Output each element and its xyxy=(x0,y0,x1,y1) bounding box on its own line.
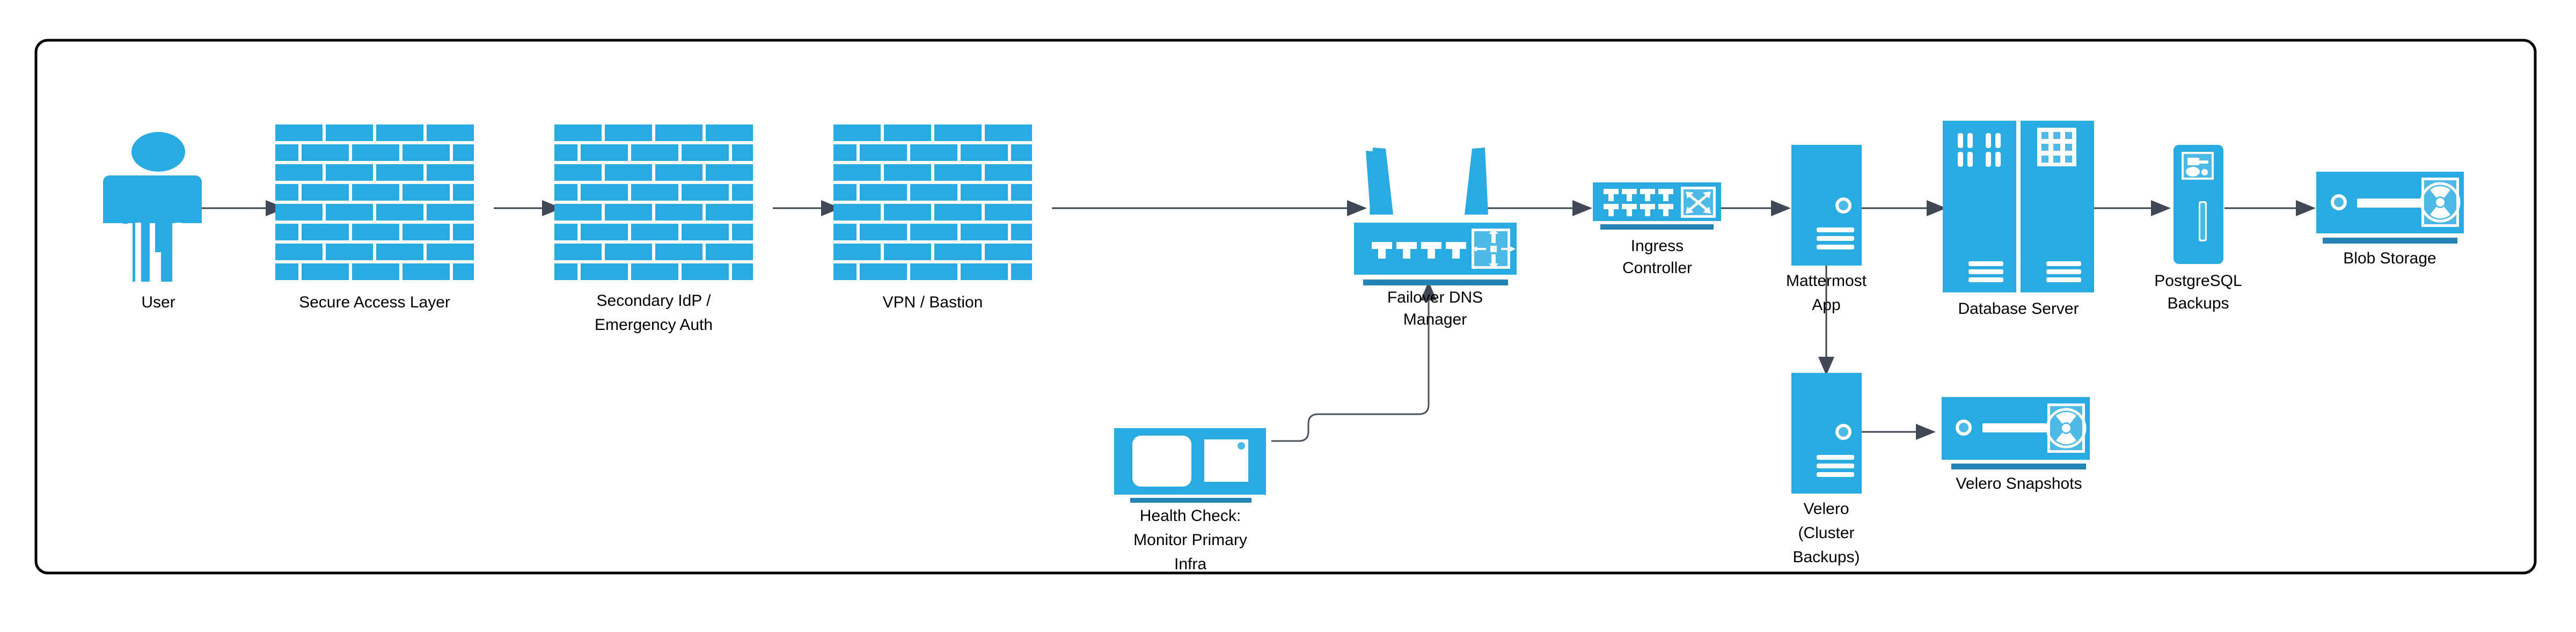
node-label-velero-snapshots: Velero Snapshots xyxy=(1956,475,2082,493)
edge-failover-dns-to-ingress xyxy=(1487,200,1592,216)
node-label-failover-dns-line2: Manager xyxy=(1403,311,1467,328)
node-velero[interactable]: Velero (Cluster Backups) xyxy=(1791,373,1862,566)
edge-health-check-to-failover-dns xyxy=(1271,281,1437,442)
node-label-health-check-line1: Health Check: xyxy=(1140,507,1241,525)
node-health-check[interactable]: Health Check: Monitor Primary Infra xyxy=(1114,428,1266,573)
node-mattermost-app[interactable]: Mattermost App xyxy=(1786,145,1867,314)
edge-database-to-postgresql-backups xyxy=(2093,200,2171,216)
node-label-blob-storage: Blob Storage xyxy=(2343,249,2436,267)
node-label-velero-line2: (Cluster xyxy=(1798,524,1854,542)
server-tower-icon xyxy=(1791,373,1862,494)
node-velero-snapshots[interactable]: Velero Snapshots xyxy=(1942,397,2090,493)
firewall-icon xyxy=(275,124,474,280)
node-label-postgresql-line2: Backups xyxy=(2167,295,2229,312)
node-label-mattermost-line1: Mattermost xyxy=(1786,272,1867,290)
monitor-icon xyxy=(1114,428,1266,503)
database-rack-icon xyxy=(1943,121,2094,292)
edge-secure-access-to-secondary-idp xyxy=(494,200,562,216)
node-label-mattermost-line2: App xyxy=(1812,296,1840,314)
storage-array-icon xyxy=(1942,397,2090,469)
diagram-frame xyxy=(34,39,2537,575)
node-label-secondary-idp-line1: Secondary IdP / xyxy=(597,292,712,310)
node-secure-access-layer[interactable]: Secure Access Layer xyxy=(275,124,474,311)
node-user[interactable]: User xyxy=(103,132,202,311)
edge-vpn-bastion-to-failover-dns xyxy=(1052,200,1367,216)
network-switch-icon xyxy=(1593,182,1721,230)
node-label-ingress-line2: Controller xyxy=(1622,259,1692,277)
node-label-postgresql-line1: PostgreSQL xyxy=(2154,272,2242,290)
node-label-ingress-line1: Ingress xyxy=(1631,237,1684,255)
edge-mattermost-to-velero xyxy=(1818,258,1834,376)
node-label-secure-access-layer: Secure Access Layer xyxy=(299,293,450,311)
node-vpn-bastion[interactable]: VPN / Bastion xyxy=(833,124,1032,311)
node-label-velero-line3: Backups) xyxy=(1792,548,1860,566)
node-label-user: User xyxy=(141,293,175,311)
edge-mattermost-to-database xyxy=(1861,200,1946,216)
backup-tower-icon xyxy=(2174,145,2223,264)
wireless-router-icon xyxy=(1354,148,1517,285)
node-failover-dns-manager[interactable]: Failover DNS Manager xyxy=(1354,148,1517,328)
node-label-velero-line1: Velero xyxy=(1803,500,1849,518)
storage-array-icon xyxy=(2316,172,2464,244)
edge-secondary-idp-to-vpn-bastion xyxy=(773,200,841,216)
node-label-health-check-line3: Infra xyxy=(1174,555,1206,573)
edge-user-to-secure-access xyxy=(193,200,286,216)
node-blob-storage[interactable]: Blob Storage xyxy=(2316,172,2464,267)
node-label-secondary-idp-line2: Emergency Auth xyxy=(595,316,713,334)
node-ingress-controller[interactable]: Ingress Controller xyxy=(1593,182,1721,277)
server-tower-icon xyxy=(1791,145,1862,266)
user-icon xyxy=(103,132,202,283)
node-database-server[interactable]: Database Server xyxy=(1943,121,2094,318)
node-label-database-server: Database Server xyxy=(1958,300,2079,318)
firewall-icon xyxy=(554,124,753,280)
edge-postgresql-backups-to-blob-storage xyxy=(2224,200,2316,216)
node-label-failover-dns-line1: Failover DNS xyxy=(1387,289,1483,306)
firewall-icon xyxy=(833,124,1032,280)
edge-ingress-to-mattermost xyxy=(1717,200,1791,216)
node-postgresql-backups[interactable]: PostgreSQL Backups xyxy=(2154,145,2242,312)
node-secondary-idp[interactable]: Secondary IdP / Emergency Auth xyxy=(554,124,753,334)
node-label-vpn-bastion: VPN / Bastion xyxy=(883,293,983,311)
node-label-health-check-line2: Monitor Primary xyxy=(1133,531,1247,549)
edge-velero-to-velero-snapshots xyxy=(1861,424,1936,440)
edge-layer xyxy=(193,200,2316,442)
